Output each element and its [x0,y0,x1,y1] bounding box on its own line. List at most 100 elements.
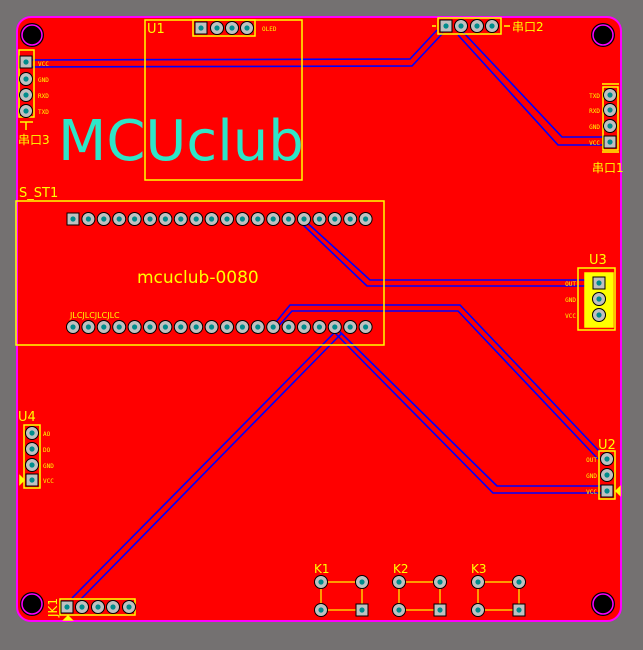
pad-drill [286,324,292,330]
copper-trace [79,332,343,601]
copper-trace [462,31,610,138]
pad-drill [347,216,353,222]
copper-trace [457,34,610,146]
pad-drill [101,324,107,330]
u1-header-outline [192,19,256,37]
pad-drill [396,579,402,585]
mounting-hole [591,592,615,616]
pad-drill [475,607,481,613]
pad-drill [224,324,230,330]
mounting-holes [20,23,615,616]
mounting-hole [20,23,44,47]
pad-drill [198,25,204,31]
pad-drill [116,324,122,330]
pad-drill [85,324,91,330]
mounting-hole [20,592,44,616]
pad-drill [162,216,168,222]
pad-drill [332,324,338,330]
pad-drill [316,216,322,222]
pad-drill [316,324,322,330]
uart2-ref: 串口2 [512,20,544,34]
pad-drill [239,216,245,222]
pad-drill [437,579,443,585]
pad-drill [193,324,199,330]
pad-drill [489,23,495,29]
u2-outline [598,450,616,500]
pad-drill [214,25,220,31]
pad-drill [363,216,369,222]
pad-drill [79,604,85,610]
pad-drill [126,604,132,610]
pad-drill [29,430,35,436]
mounting-hole [591,23,615,47]
pad-drill [301,324,307,330]
copper-trace [302,218,598,281]
pad-drill [318,579,324,585]
copper-trace [19,29,438,61]
logo-text: MCUclub [58,109,304,174]
pad-drill [23,92,29,98]
pad-drill [116,216,122,222]
pads [19,19,617,617]
u4-pin-label: VCC [43,478,54,485]
jlc-label: JLCJLCJLCJLC [69,311,120,320]
s-st1-ref: S_ST1 [19,186,58,201]
u2-ref: U2 [598,438,616,453]
uart1-outline [602,86,619,151]
uart1-pin-label: VCC [589,140,600,147]
pad-drill [516,579,522,585]
pad-drill [132,324,138,330]
k3-ref: K3 [471,562,487,576]
pad-drill [110,604,116,610]
pad-drill [29,477,35,483]
s-st1-outline [15,200,385,346]
pad-drill [255,324,261,330]
pad-drill [70,216,76,222]
copper-trace [332,330,607,494]
u1-pin-text: OLED [262,26,277,33]
uart1-pin-label: TXD [589,93,600,100]
pad-drill [318,607,324,613]
pad-drill [604,488,610,494]
mounting-hole-ring [21,24,43,46]
pad-drill [147,324,153,330]
uart3-pin-label: RXD [38,93,49,100]
u3-pin-label: OUT [565,281,576,288]
pad-drill [64,604,70,610]
pad-drill [29,446,35,452]
uart3-pin-label: GND [38,77,49,84]
pad-drill [607,92,613,98]
u2-pin-label: OUT [586,457,597,464]
pad-drill [516,607,522,613]
mounting-hole-ring [592,593,614,615]
pad-drill [209,216,215,222]
u4-ref: U4 [18,410,36,425]
pad-drill [239,324,245,330]
u2-pin-label: GND [586,473,597,480]
traces [19,29,610,601]
pad-drill [286,216,292,222]
u3-ref: U3 [589,253,607,268]
mounting-hole-ring [592,24,614,46]
pad-drill [604,456,610,462]
pad-drill [193,216,199,222]
uart1-pin-label: RXD [589,108,600,115]
pad-drill [604,472,610,478]
pad-drill [162,324,168,330]
u4-pin-label: GND [43,463,54,470]
copper-trace [299,221,598,287]
u3-pin-label: VCC [565,313,576,320]
pad-drill [229,25,235,31]
copper-trace [334,326,607,487]
u2-pin1-marker [614,485,621,497]
copper-trace [71,330,337,599]
pad-drill [607,107,613,113]
jk1-ref: JK1 [46,598,60,618]
pad-drill [23,59,29,65]
pad-drill [596,280,602,286]
pad-drill [437,607,443,613]
pad-drill [596,296,602,302]
pad-drill [209,324,215,330]
u4-pin1-marker [19,474,26,486]
